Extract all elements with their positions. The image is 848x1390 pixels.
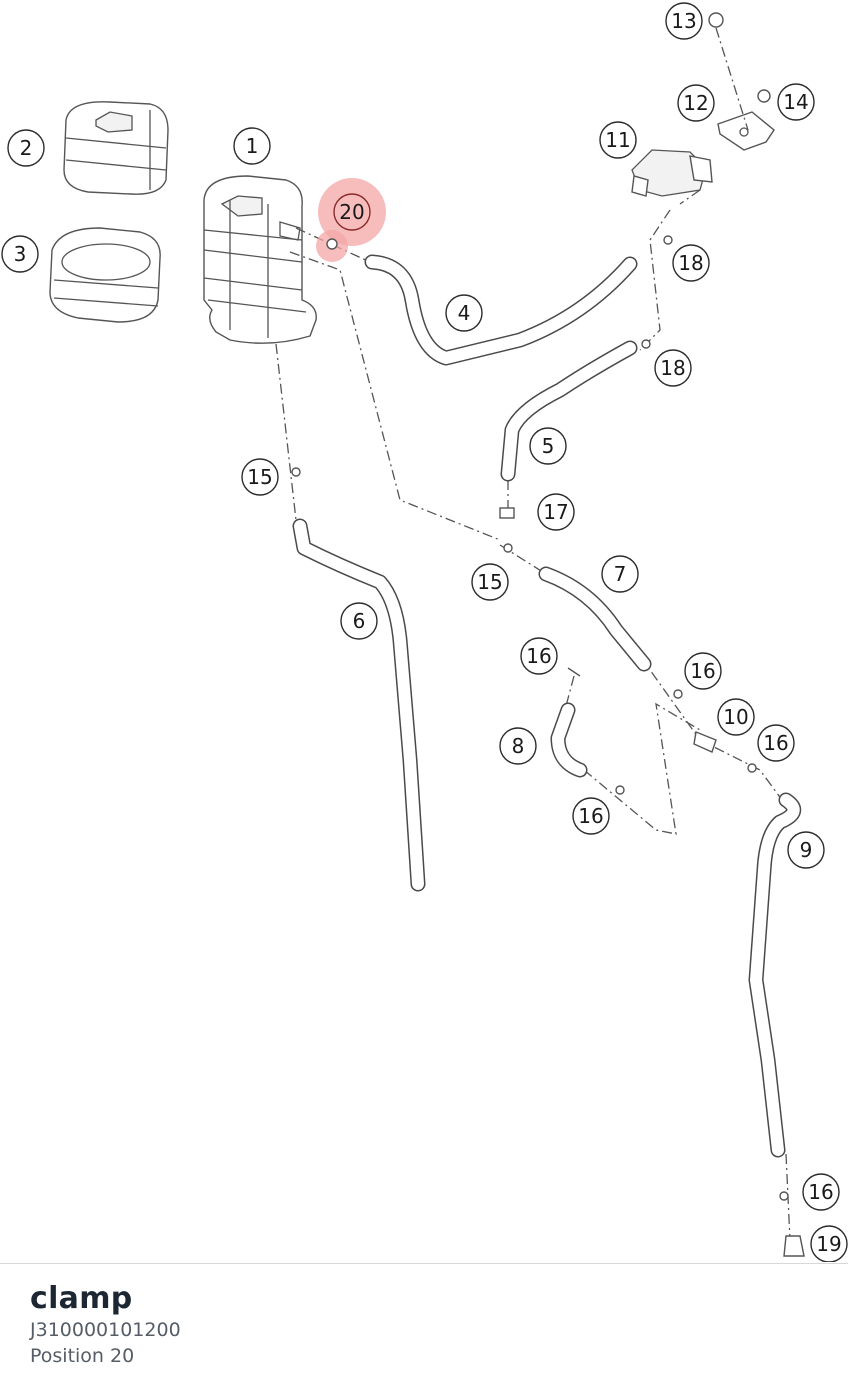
svg-text:4: 4 bbox=[458, 301, 471, 325]
callout-20[interactable]: 20 bbox=[333, 193, 371, 231]
valve-bracket-part bbox=[717, 111, 775, 151]
callout-14[interactable]: 14 bbox=[777, 83, 815, 121]
svg-text:9: 9 bbox=[800, 838, 813, 862]
callout-9[interactable]: 9 bbox=[787, 831, 825, 869]
canister-bracket-part bbox=[49, 227, 161, 323]
svg-text:3: 3 bbox=[14, 242, 27, 266]
svg-text:13: 13 bbox=[671, 9, 696, 33]
callout-18-lower[interactable]: 18 bbox=[654, 349, 692, 387]
callout-7[interactable]: 7 bbox=[601, 555, 639, 593]
callout-1[interactable]: 1 bbox=[233, 127, 271, 165]
cap-19 bbox=[783, 1235, 805, 1257]
callout-15-upper[interactable]: 15 bbox=[241, 458, 279, 496]
callout-16-c[interactable]: 16 bbox=[757, 724, 795, 762]
svg-text:11: 11 bbox=[605, 128, 630, 152]
svg-text:18: 18 bbox=[678, 251, 703, 275]
hose-7 bbox=[538, 566, 652, 672]
svg-text:10: 10 bbox=[723, 705, 748, 729]
clamp-parts bbox=[291, 235, 789, 1201]
part-number: J310000101200 bbox=[30, 1319, 181, 1341]
svg-text:15: 15 bbox=[477, 570, 502, 594]
callout-2[interactable]: 2 bbox=[7, 129, 45, 167]
assembly-lines bbox=[275, 189, 791, 1241]
hose-8 bbox=[550, 702, 588, 778]
callout-16-a[interactable]: 16 bbox=[520, 637, 558, 675]
callout-5[interactable]: 5 bbox=[529, 427, 567, 465]
svg-text:16: 16 bbox=[578, 804, 603, 828]
svg-text:5: 5 bbox=[542, 434, 555, 458]
svg-text:6: 6 bbox=[353, 609, 366, 633]
svg-text:14: 14 bbox=[783, 90, 808, 114]
callout-3[interactable]: 3 bbox=[1, 235, 39, 273]
svg-text:8: 8 bbox=[512, 734, 525, 758]
callout-13[interactable]: 13 bbox=[665, 2, 703, 40]
callout-16-b[interactable]: 16 bbox=[684, 652, 722, 690]
svg-text:19: 19 bbox=[816, 1232, 841, 1256]
connector-10 bbox=[693, 731, 717, 753]
callout-10[interactable]: 10 bbox=[717, 698, 755, 736]
exploded-parts-diagram: 1 2 3 4 5 6 7 8 9 10 11 12 13 14 15 15 1… bbox=[1, 2, 848, 1262]
part-position: Position 20 bbox=[30, 1345, 135, 1367]
bolt-part bbox=[708, 12, 771, 131]
svg-text:16: 16 bbox=[690, 659, 715, 683]
svg-text:1: 1 bbox=[246, 134, 259, 158]
canister-cover-part bbox=[63, 101, 169, 195]
charcoal-canister-part bbox=[203, 175, 317, 344]
callout-6[interactable]: 6 bbox=[340, 602, 378, 640]
svg-text:18: 18 bbox=[660, 356, 685, 380]
callout-11[interactable]: 11 bbox=[599, 121, 637, 159]
hose-9 bbox=[748, 792, 802, 1158]
svg-text:16: 16 bbox=[808, 1180, 833, 1204]
purge-valve-part bbox=[631, 149, 713, 197]
svg-text:15: 15 bbox=[247, 465, 272, 489]
part-name: clamp bbox=[30, 1281, 133, 1316]
callout-15-lower[interactable]: 15 bbox=[471, 563, 509, 601]
callout-16-e[interactable]: 16 bbox=[802, 1173, 840, 1211]
svg-text:17: 17 bbox=[543, 500, 568, 524]
callout-12[interactable]: 12 bbox=[677, 84, 715, 122]
hose-5 bbox=[499, 340, 638, 519]
svg-text:2: 2 bbox=[20, 136, 33, 160]
svg-text:7: 7 bbox=[614, 562, 627, 586]
callout-16-d[interactable]: 16 bbox=[572, 797, 610, 835]
part-info-panel: clamp J310000101200 Position 20 bbox=[0, 1263, 848, 1390]
svg-text:12: 12 bbox=[683, 91, 708, 115]
callout-19[interactable]: 19 bbox=[810, 1225, 848, 1262]
hose-4 bbox=[364, 254, 638, 366]
svg-text:20: 20 bbox=[339, 200, 364, 224]
callout-18-upper[interactable]: 18 bbox=[672, 244, 710, 282]
callout-4[interactable]: 4 bbox=[445, 294, 483, 332]
svg-text:16: 16 bbox=[526, 644, 551, 668]
svg-text:16: 16 bbox=[763, 731, 788, 755]
selected-part-highlight bbox=[318, 178, 386, 246]
callout-8[interactable]: 8 bbox=[499, 727, 537, 765]
callout-17[interactable]: 17 bbox=[537, 493, 575, 531]
hose-6 bbox=[292, 518, 426, 892]
